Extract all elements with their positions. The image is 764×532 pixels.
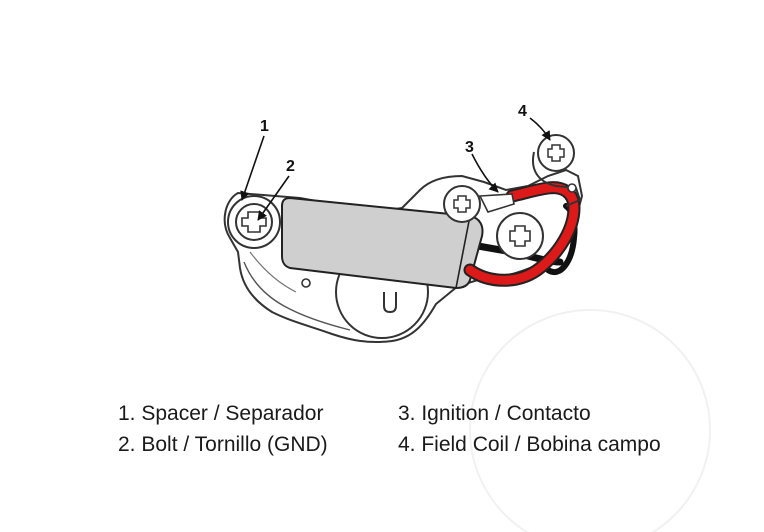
callout-1: 1 xyxy=(260,118,269,135)
ignition-terminal xyxy=(478,193,515,213)
leader-line-4 xyxy=(529,117,551,141)
ignition-screw xyxy=(443,185,481,223)
plate-inner-edge xyxy=(243,261,351,331)
center-screw xyxy=(496,212,544,260)
plate-lower-edge xyxy=(249,251,297,293)
legend-column-left: 1. Spacer / Separador 2. Bolt / Tornillo… xyxy=(118,398,328,460)
callout-4: 4 xyxy=(518,103,527,120)
callout-2: 2 xyxy=(286,158,295,175)
watermark-circle xyxy=(469,309,711,532)
legend-item-bolt: 2. Bolt / Tornillo (GND) xyxy=(118,433,328,456)
legend-item-spacer: 1. Spacer / Separador xyxy=(118,402,324,425)
leader-line-2 xyxy=(257,175,290,221)
callout-3: 3 xyxy=(465,139,474,156)
legend-column-right: 3. Ignition / Contacto 4. Field Coil / B… xyxy=(398,398,661,460)
ground-bolt xyxy=(227,195,281,249)
field-coil-screw xyxy=(537,134,575,172)
leader-line-3 xyxy=(471,153,499,193)
legend-item-field-coil: 4. Field Coil / Bobina campo xyxy=(398,433,661,456)
u-slot xyxy=(383,292,397,314)
leader-line-1 xyxy=(240,135,265,201)
red-wire-fill xyxy=(465,183,579,285)
spacer-end-line xyxy=(455,215,471,289)
small-hole xyxy=(301,278,311,288)
legend-item-ignition: 3. Ignition / Contacto xyxy=(398,402,591,425)
bracket-hole xyxy=(567,183,577,193)
